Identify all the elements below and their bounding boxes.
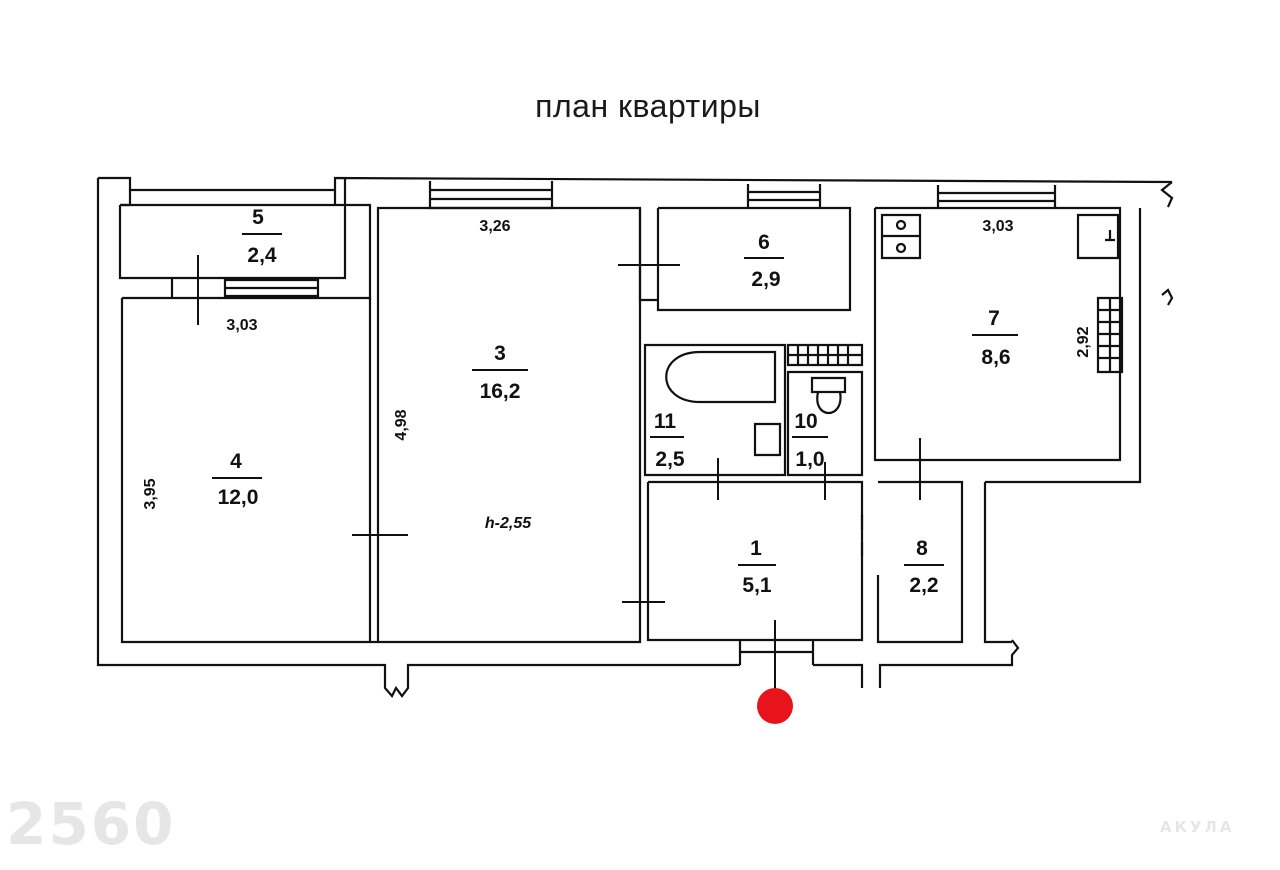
kitchen-wall [873, 206, 1142, 644]
room-4-number: 4 [230, 450, 242, 473]
watermark-left: 2560 [6, 790, 176, 858]
room-7-area: 8,6 [981, 346, 1010, 369]
room-8-area: 2,2 [909, 574, 938, 597]
stove-burner-2 [895, 242, 907, 254]
dim-room7-height: 2,92 [1075, 326, 1092, 357]
room-6-window [746, 184, 822, 208]
dim-room5-width: 3,03 [226, 317, 257, 334]
room-10-area: 1,0 [795, 448, 824, 471]
watermark-right: АКУЛА [1160, 818, 1235, 836]
balcony-door [170, 278, 320, 298]
outer-wall-inner [120, 206, 642, 644]
wc-wall [786, 370, 864, 477]
bathtub [665, 350, 777, 404]
entrance-marker [757, 688, 793, 724]
room-1-number: 1 [750, 537, 762, 560]
room-3-number: 3 [494, 342, 506, 365]
room-3-area: 16,2 [480, 380, 521, 403]
room-5-number: 5 [252, 206, 264, 229]
door-ticks [197, 255, 921, 690]
room-6-wall [638, 206, 852, 312]
kitchen-sink [1076, 213, 1120, 260]
ceiling-height: h-2,55 [485, 515, 532, 532]
room-11-area: 2,5 [655, 448, 685, 471]
room-3-window [428, 181, 554, 210]
room-6-area: 2,9 [751, 268, 780, 291]
room-10-number: 10 [794, 410, 817, 433]
bath-wall [643, 343, 787, 477]
room-11-number: 11 [654, 410, 677, 433]
room-6-number: 6 [758, 231, 770, 254]
sink [753, 422, 782, 457]
room-7-number: 7 [988, 307, 1000, 330]
corridor-1-wall [646, 480, 864, 642]
dim-room7-width: 3,03 [982, 218, 1013, 235]
vent-grid [786, 343, 864, 367]
top-wall [98, 176, 1173, 300]
stove-burner-1 [895, 219, 907, 231]
room-4-wall [122, 296, 380, 642]
page-title: план квартиры [535, 88, 761, 124]
dim-room3-height: 4,98 [393, 409, 410, 440]
entrance-door [738, 640, 815, 665]
toilet [810, 376, 847, 415]
room-4-area: 12,0 [218, 486, 259, 509]
room-5-area: 2,4 [247, 244, 277, 267]
room-1-area: 5,1 [742, 574, 772, 597]
room-8-number: 8 [916, 537, 928, 560]
dim-room4-height: 3,95 [142, 478, 159, 509]
radiator [1096, 296, 1124, 374]
dim-room3-width: 3,26 [479, 218, 510, 235]
kitchen-window [936, 185, 1057, 208]
stove [880, 213, 922, 260]
room-8-wall [876, 480, 964, 644]
outer-wall-outer [96, 178, 1174, 698]
balcony [120, 190, 337, 207]
